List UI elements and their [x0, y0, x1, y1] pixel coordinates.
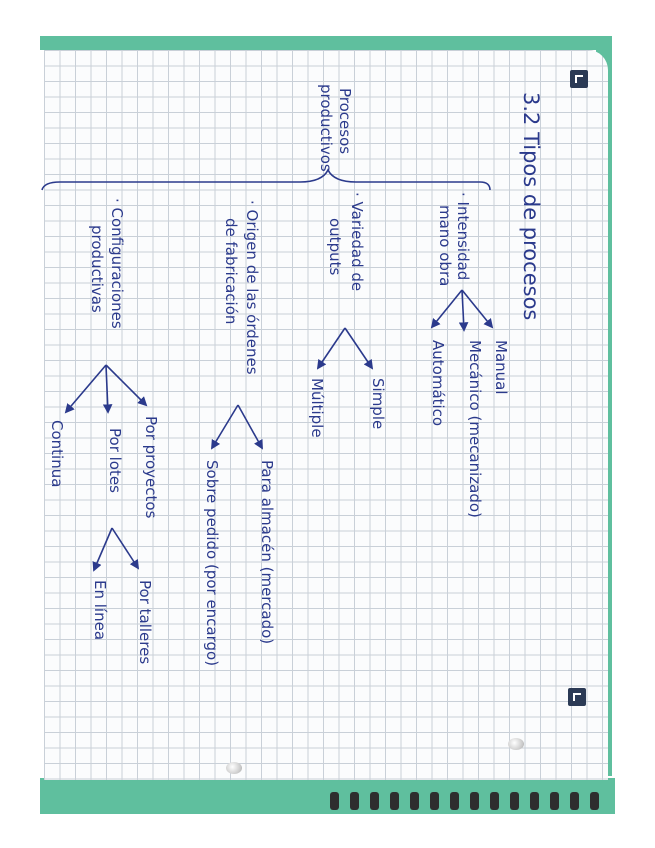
- root-label-line2: productivos: [317, 84, 335, 172]
- binder-hole-right: [508, 738, 524, 750]
- category-3-child-2: Sobre pedido (por encargo): [203, 460, 221, 666]
- category-1-child-2: Mecánico (mecanizado): [466, 340, 484, 518]
- spiral-coil: [390, 792, 399, 810]
- page-corner-mark-top: [570, 70, 588, 88]
- category-2-child-1: Simple: [369, 378, 387, 429]
- category-2-child-2: Múltiple: [308, 378, 326, 438]
- category-4-label-line2: productivas: [88, 225, 106, 313]
- spiral-coil: [510, 792, 519, 810]
- root-label-line1: Procesos: [336, 88, 354, 154]
- page-corner-mark-bottom: [568, 688, 586, 706]
- spiral-coil: [590, 792, 599, 810]
- category-4-label-line1: · Configuraciones: [108, 198, 126, 329]
- spiral-coil: [550, 792, 559, 810]
- lotes-arrow-talleres: [111, 527, 140, 570]
- spiral-coil: [490, 792, 499, 810]
- spiral-coil: [330, 792, 339, 810]
- notebook-cover-bottom: [40, 778, 615, 814]
- spiral-coil: [450, 792, 459, 810]
- notebook-cover-top: [40, 36, 610, 50]
- category-4-child-3: Continua: [48, 420, 66, 487]
- spiral-binding: [330, 792, 610, 812]
- category-4-child-1: Por proyectos: [142, 416, 160, 519]
- category-2-arrow-simple: [344, 327, 374, 370]
- category-1-child-1: Manual: [492, 340, 510, 395]
- category-1-label-line2: mano obra: [436, 205, 454, 286]
- category-1-arrow-mecanico: [458, 289, 469, 332]
- category-1-arrow-manual: [461, 289, 494, 329]
- lotes-arrow-en-linea: [92, 527, 113, 572]
- category-4-child-2: Por lotes: [106, 428, 124, 493]
- lotes-sub-1: Por talleres: [136, 580, 154, 664]
- category-3-label-line2: de fabricación: [222, 218, 240, 324]
- binder-hole-left: [226, 762, 242, 774]
- category-3-label-line1: · Origen de las órdenes: [243, 200, 261, 375]
- lotes-sub-2: En línea: [91, 580, 109, 640]
- spiral-coil: [470, 792, 479, 810]
- category-4-arrow-lotes: [102, 364, 113, 414]
- spiral-coil: [530, 792, 539, 810]
- spiral-coil: [410, 792, 419, 810]
- category-1-arrow-automatico: [430, 289, 463, 329]
- page-title: 3.2 Tipos de procesos: [519, 92, 543, 320]
- root-brace: [41, 168, 491, 191]
- category-3-child-1: Para almacén (mercado): [258, 460, 276, 644]
- spiral-coil: [370, 792, 379, 810]
- category-3-arrow-almacen: [237, 404, 263, 450]
- category-1-label-line1: · Intensidad: [454, 192, 472, 280]
- spiral-coil: [570, 792, 579, 810]
- category-2-label-line1: · Variedad de: [348, 192, 366, 291]
- category-4-arrow-proyectos: [105, 364, 148, 407]
- category-2-arrow-multiple: [316, 327, 346, 370]
- grid-paper: [44, 50, 608, 780]
- category-2-label-line2: outputs: [326, 218, 344, 275]
- category-3-arrow-pedido: [211, 404, 239, 450]
- category-4-arrow-continua: [64, 364, 107, 414]
- category-1-child-3: Automático: [429, 340, 447, 426]
- spiral-coil: [430, 792, 439, 810]
- spiral-coil: [350, 792, 359, 810]
